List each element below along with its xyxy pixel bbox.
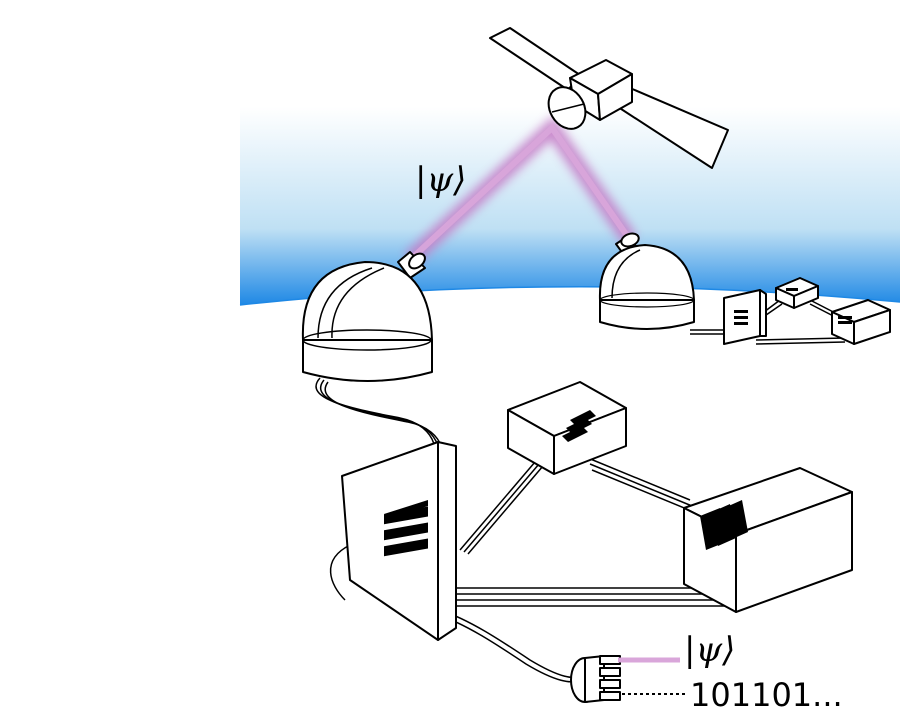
- telescope-dome-icon-right: [598, 232, 695, 330]
- telescope-dome-icon: [301, 251, 433, 382]
- network-node-icon-top: [507, 381, 627, 475]
- satellite-icon: [489, 27, 729, 169]
- network-node-icon-prism: [341, 441, 457, 641]
- detector-icon: [570, 655, 621, 703]
- fiber-cable-icon: [315, 377, 726, 683]
- network-node-icon-small: [690, 277, 891, 345]
- network-node-icon-large: [683, 467, 853, 613]
- bit-string-label: 101101...: [690, 676, 843, 714]
- psi-state-label-bottom: |ψ⟩: [684, 630, 736, 670]
- quantum-beam-satellite: [404, 115, 637, 266]
- psi-state-label-top: |ψ⟩: [415, 160, 467, 200]
